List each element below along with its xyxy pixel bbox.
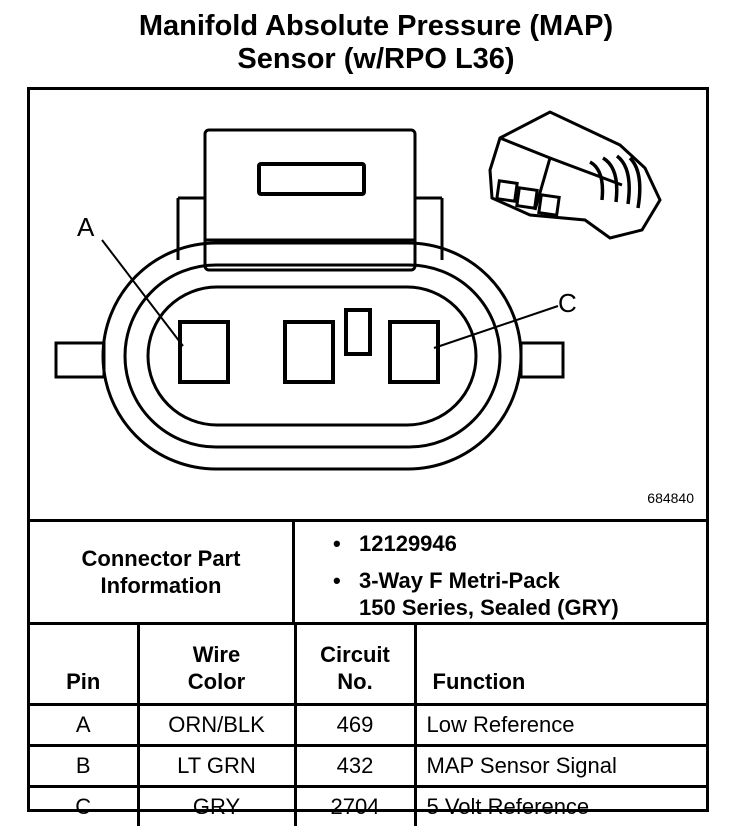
diagram-title: Manifold Absolute Pressure (MAP) Sensor … [0, 10, 752, 76]
row-wire-color: ORN/BLK [136, 703, 297, 747]
bullet: • [333, 531, 341, 556]
connector-part-info: Connector Part Information • 12129946 • 3-… [30, 519, 706, 622]
title-line-2: Sensor (w/RPO L36) [237, 43, 515, 75]
pin-a-label: A [77, 212, 95, 242]
header-wire-color-line1: Wire [192, 642, 241, 667]
pin-c-label: C [558, 288, 577, 318]
lock-tab-window [257, 162, 366, 196]
connector-shell-middle [123, 263, 502, 449]
description-line-1: • 3-Way F Metri-Pack [333, 567, 706, 594]
pin-table: Pin Wire Color Circuit No. Function A OR… [30, 622, 706, 826]
lock-tab-shoulder [176, 196, 444, 260]
bullet: • [333, 568, 341, 593]
pin-table-header: Pin Wire Color Circuit No. Function [30, 622, 706, 706]
description-text-1: 3-Way F Metri-Pack [359, 568, 560, 593]
diagram-id: 684840 [647, 490, 694, 506]
row-circuit: 432 [293, 744, 417, 788]
row-pin: A [30, 703, 140, 747]
header-wire-color-line2: Color [187, 669, 246, 694]
connector-perspective-view [488, 110, 662, 240]
connector-shell-outer [101, 241, 523, 471]
side-ear-right [519, 341, 565, 379]
header-function: Function [413, 622, 706, 706]
row-pin: B [30, 744, 140, 788]
terminal-a [178, 320, 230, 384]
terminal-c [388, 320, 440, 384]
header-pin: Pin [30, 622, 140, 706]
header-wire-color: Wire Color [136, 622, 297, 706]
header-circuit: Circuit No. [293, 622, 417, 706]
title-line-1: Manifold Absolute Pressure (MAP) [138, 10, 614, 42]
connector-diagram: A C 684840 [30, 90, 706, 519]
row-function: 5 Volt Reference [413, 785, 706, 826]
side-ear-left [54, 341, 106, 379]
connector-info-label: Connector Part Information [30, 522, 295, 622]
description-line-2: 150 Series, Sealed (GRY) [333, 594, 706, 621]
row-circuit: 469 [293, 703, 417, 747]
header-circuit-line2: No. [337, 669, 373, 694]
connector-shell-inner [146, 285, 478, 427]
row-wire-color: GRY [136, 785, 297, 826]
lock-tab-outer [203, 128, 417, 272]
row-function: Low Reference [413, 703, 706, 747]
connector-frame: A C 684840 Connector Part Information • 1… [27, 87, 709, 826]
description-text-2: 150 Series, Sealed (GRY) [359, 595, 619, 620]
connector-info-label-line2: Information [100, 573, 222, 598]
connector-info-label-line1: Connector Part [81, 546, 241, 571]
row-pin: C [30, 785, 140, 826]
row-wire-color: LT GRN [136, 744, 297, 788]
row-function: MAP Sensor Signal [413, 744, 706, 788]
header-circuit-line1: Circuit [320, 642, 390, 667]
polarizing-key [344, 308, 372, 356]
part-number: 12129946 [359, 531, 457, 556]
row-circuit: 2704 [293, 785, 417, 826]
table-row: A ORN/BLK 469 Low Reference [30, 703, 706, 747]
table-row: C GRY 2704 5 Volt Reference [30, 785, 706, 826]
leader-line-a [101, 239, 184, 347]
part-number-line: • 12129946 [333, 530, 706, 557]
leader-line-c [433, 305, 559, 349]
connector-info-values: • 12129946 • 3-Way F Metri-Pack 150 Series… [295, 522, 706, 622]
table-row: B LT GRN 432 MAP Sensor Signal [30, 744, 706, 788]
terminal-b [283, 320, 335, 384]
connector-face-drawing [54, 110, 662, 471]
